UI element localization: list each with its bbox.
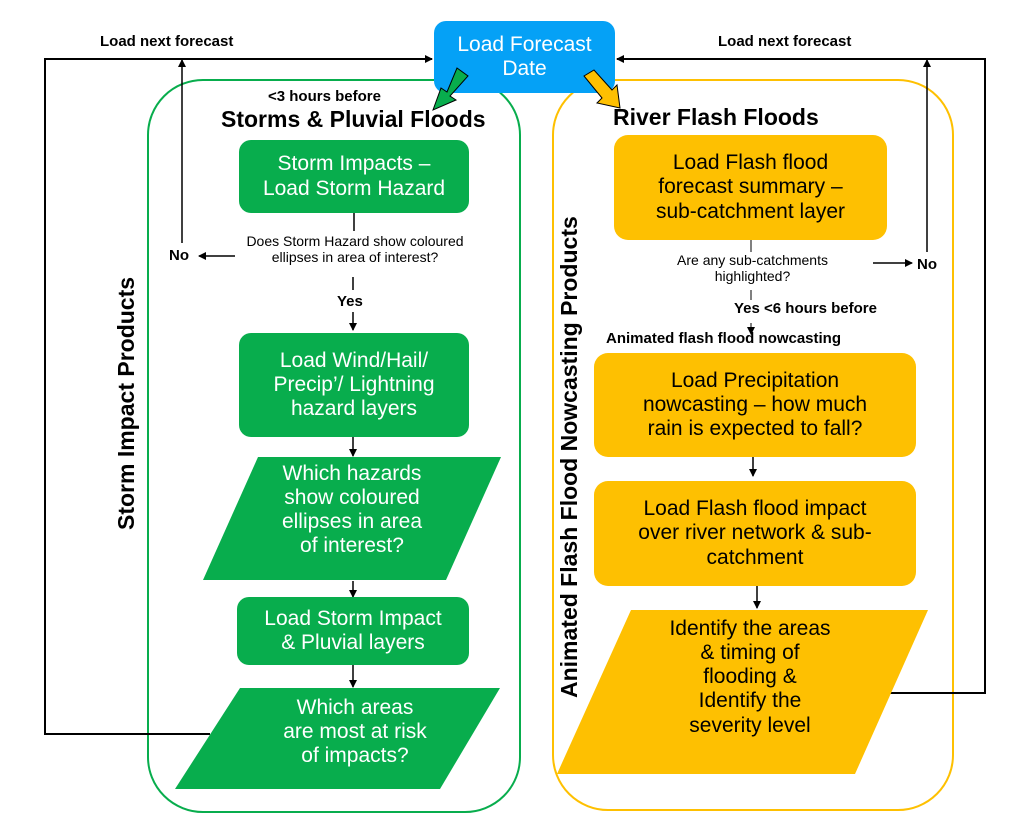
flood-no-label: No	[917, 256, 937, 273]
storm-question-line1: Does Storm Hazard show coloured	[246, 233, 464, 249]
storm-step1-node[interactable]: Storm Impacts – Load Storm Hazard	[239, 140, 469, 213]
flood-step4-line1: Identify the areas	[669, 617, 831, 640]
storm-step3-shape	[203, 457, 501, 580]
start-node-line2: Date	[502, 57, 547, 80]
flood-step3-node[interactable]: Load Flash flood impact over river netwo…	[594, 481, 916, 586]
gold-arrow-icon	[583, 69, 621, 109]
flood-step3-line1: Load Flash flood impact	[643, 497, 867, 521]
storm-step2-line2: Precip’/ Lightning	[273, 372, 435, 396]
storm-step5-line2: are most at risk	[283, 720, 427, 744]
storm-step4-line1: Load Storm Impact	[264, 606, 442, 630]
flood-step2-line1: Load Precipitation	[670, 368, 840, 392]
storm-panel-title: Storms & Pluvial Floods	[221, 106, 486, 132]
storm-panel-frame	[147, 79, 521, 813]
flood-section-label: Animated flash flood nowcasting	[606, 330, 842, 347]
left-loop-label: Load next forecast	[100, 33, 234, 50]
flood-step2-line3: rain is expected to fall?	[647, 417, 863, 441]
flood-yes-label: Yes <6 hours before	[734, 300, 877, 317]
flood-question-line2: highlighted?	[714, 268, 791, 285]
flood-step4-line5: severity level	[689, 713, 811, 737]
gold-direction-arrow	[583, 69, 621, 109]
storm-step3-line1: Which hazards	[282, 462, 422, 485]
flood-panel-frame	[552, 79, 954, 811]
storm-step3-line2: show coloured	[284, 486, 420, 510]
storm-step3-line4: of interest?	[300, 534, 404, 558]
storm-step5-text[interactable]: Which areas are most at risk of impacts?	[235, 696, 475, 768]
flood-step4-line4: Identify the	[698, 689, 802, 713]
storm-yes-label: Yes	[337, 293, 363, 310]
storm-timing-label: <3 hours before	[268, 88, 381, 105]
green-direction-arrow	[432, 67, 469, 111]
right-loop-label: Load next forecast	[718, 33, 852, 50]
storm-step2-line1: Load Wind/Hail/	[279, 348, 429, 372]
flood-step4-line3: flooding &	[703, 665, 797, 689]
flood-step1-line1: Load Flash flood	[672, 151, 829, 175]
storm-step4-line2: & Pluvial layers	[281, 631, 425, 654]
flood-step2-line2: nowcasting – how much	[642, 392, 868, 416]
storm-step1-line2: Load Storm Hazard	[262, 176, 446, 200]
storm-step1-line1: Storm Impacts –	[277, 152, 431, 176]
flood-panel-title: River Flash Floods	[613, 104, 819, 130]
right-outer-loop	[616, 55, 986, 694]
storm-step5-shape	[175, 688, 500, 789]
flood-question: Are any sub-catchments highlighted?	[640, 252, 865, 284]
storm-side-title: Storm Impact Products	[113, 276, 139, 530]
storm-question: Does Storm Hazard show coloured ellipses…	[220, 233, 490, 265]
storm-step2-line3: hazard layers	[290, 397, 418, 421]
green-arrow-icon	[432, 67, 469, 111]
load-forecast-date-node[interactable]: Load Forecast Date	[434, 21, 615, 93]
flood-step3-line3: catchment	[706, 545, 804, 569]
flood-question-line1: Are any sub-catchments	[677, 252, 828, 268]
storm-step4-node[interactable]: Load Storm Impact & Pluvial layers	[237, 597, 469, 665]
flood-step1-node[interactable]: Load Flash flood forecast summary – sub-…	[614, 135, 887, 240]
storm-question-line2: ellipses in area of interest?	[271, 249, 439, 266]
storm-step5-line1: Which areas	[296, 696, 414, 719]
storm-step2-node[interactable]: Load Wind/Hail/ Precip’/ Lightning hazar…	[239, 333, 469, 437]
flood-step1-line2: forecast summary –	[658, 175, 843, 199]
storm-step5-line3: of impacts?	[301, 744, 409, 768]
start-node-line1: Load Forecast	[457, 32, 592, 56]
flood-step3-line2: over river network & sub-	[638, 521, 872, 545]
storm-no-label: No	[169, 247, 189, 264]
storm-step3-text[interactable]: Which hazards show coloured ellipses in …	[252, 462, 452, 559]
flood-step4-line2: & timing of	[700, 641, 800, 665]
flood-step2-node[interactable]: Load Precipitation nowcasting – how much…	[594, 353, 916, 457]
flood-side-title: Animated Flash Flood Nowcasting Products	[556, 216, 582, 698]
flood-step4-text[interactable]: Identify the areas & timing of flooding …	[625, 617, 875, 738]
left-outer-loop	[44, 55, 433, 735]
flood-step1-line3: sub-catchment layer	[655, 199, 846, 223]
storm-step3-line3: ellipses in area	[281, 510, 423, 534]
flood-step4-shape	[557, 610, 928, 774]
